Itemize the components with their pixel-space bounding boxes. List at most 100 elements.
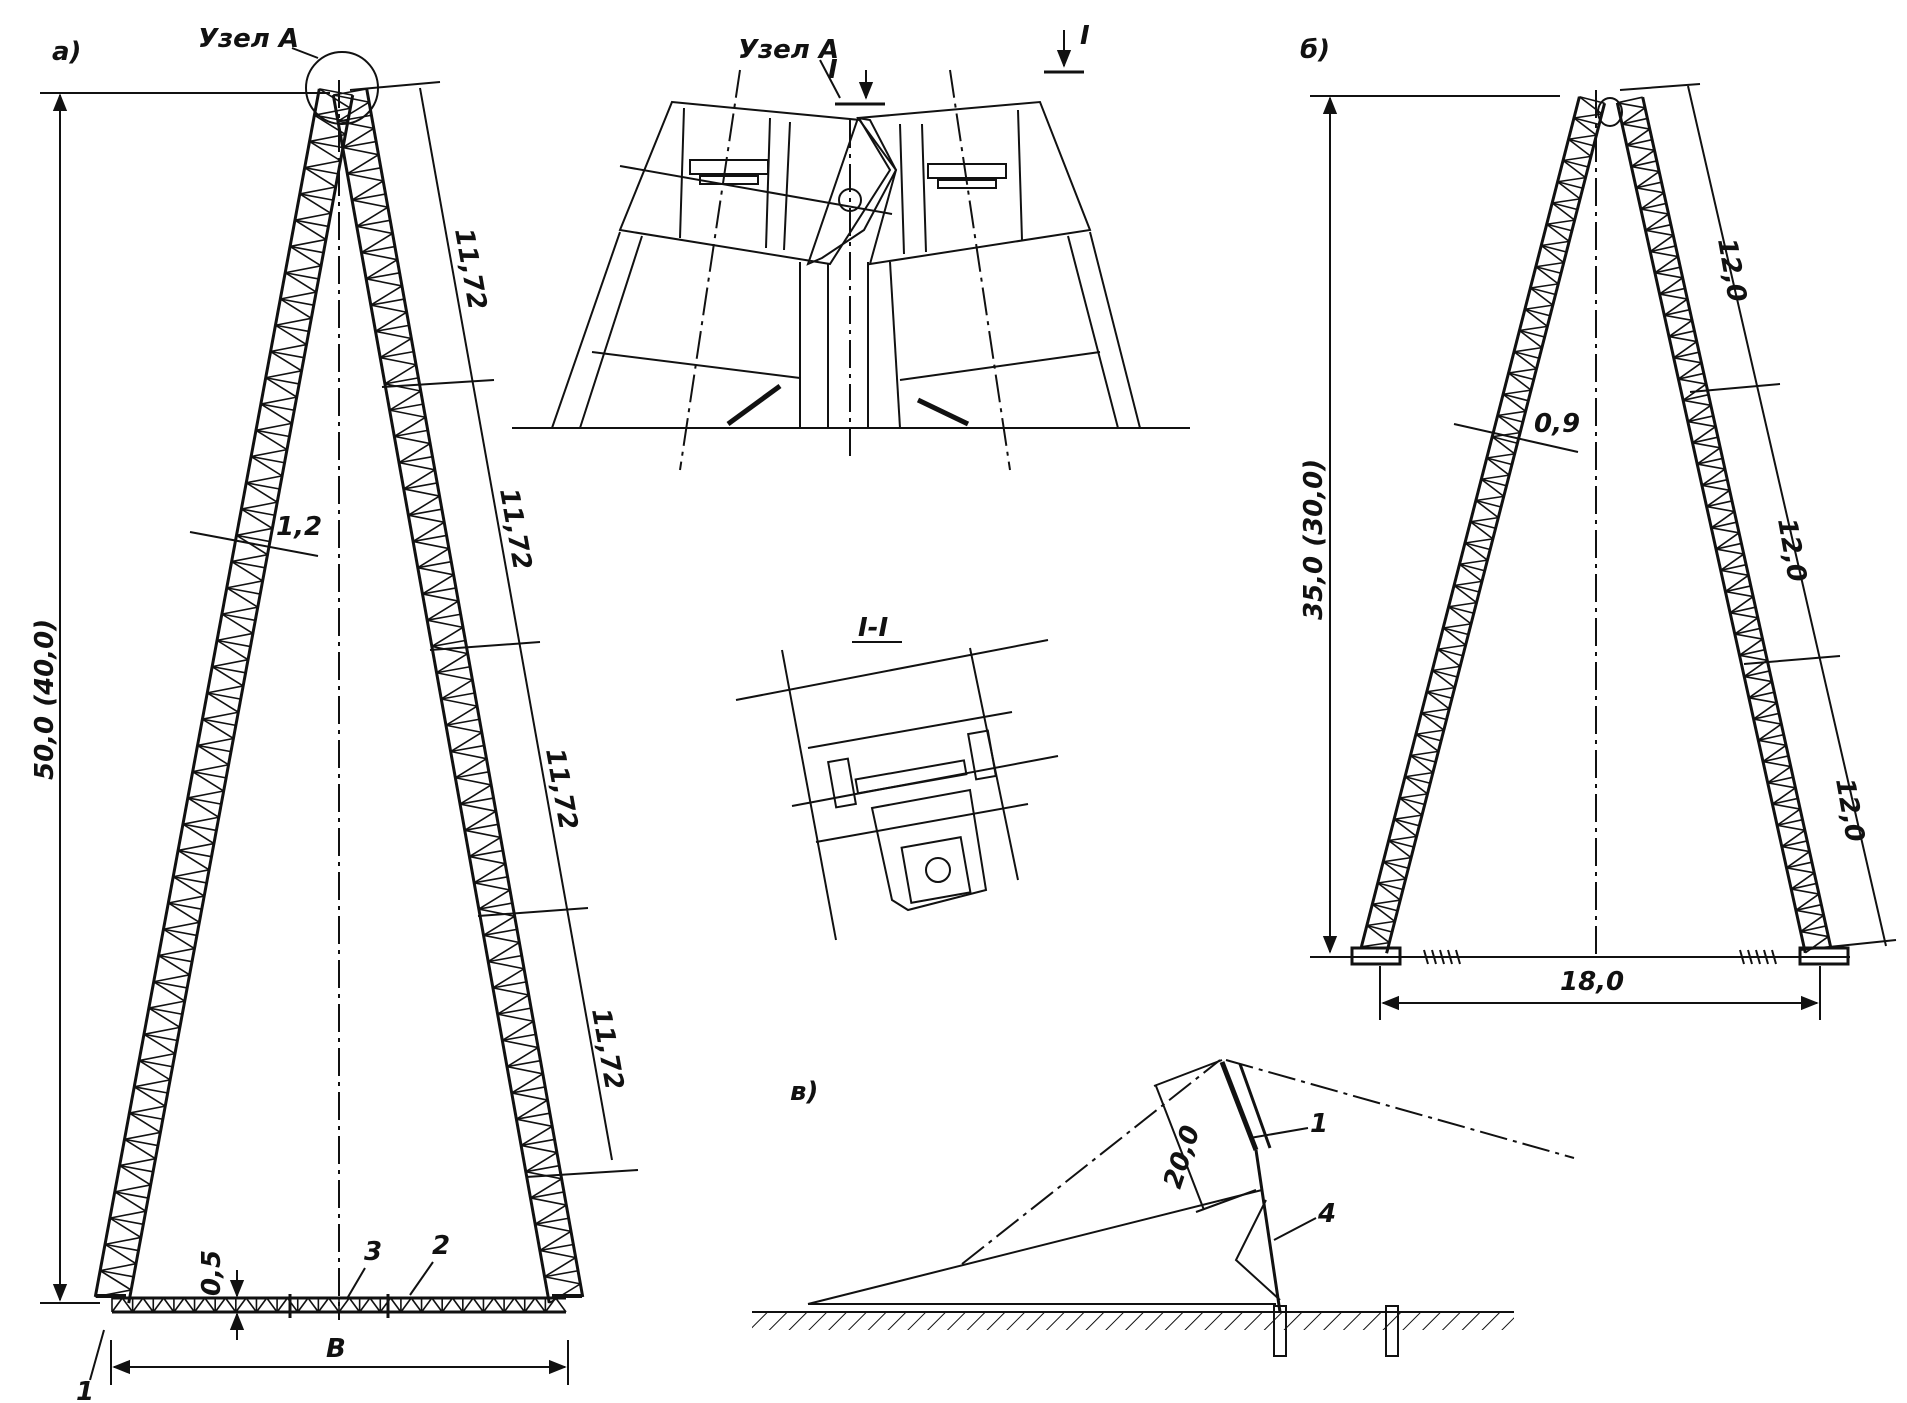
leg-a-right-strut (408, 508, 443, 516)
leg-b-right-diagonal (1617, 102, 1646, 109)
leg-b-left-diagonal (1442, 627, 1467, 646)
leg-a-right-diagonal (426, 600, 459, 621)
center-gusset (806, 116, 898, 266)
leg-a-right-diagonal (361, 251, 398, 261)
b-width-dim-label: 0,9 (1534, 409, 1580, 439)
leg-a-left-diagonal (163, 928, 195, 950)
leg-b-right-diagonal (1621, 107, 1646, 125)
leg-b-left-diagonal (1508, 368, 1537, 374)
anchor-2 (1385, 1305, 1399, 1357)
leg-a-left-diagonal (201, 718, 234, 740)
leg-b-left-strut (1442, 627, 1469, 636)
leg-b-left-diagonal (1437, 644, 1466, 651)
leg-b-left-diagonal (1448, 601, 1477, 608)
leg-a-left-diagonal (221, 613, 254, 635)
leg-b-right-diagonal (1800, 930, 1829, 938)
leg-b-right-strut (1767, 776, 1794, 784)
left-head-plate (618, 100, 892, 266)
leg-b-left-diagonal (1502, 393, 1527, 412)
leg-b-right-strut (1795, 903, 1822, 912)
leg-a-right-diagonal (398, 442, 431, 464)
leg-b-left-diagonal (1497, 410, 1526, 417)
leg-a-left-diagonal (129, 1105, 166, 1114)
leg-a-right-diagonal (356, 206, 389, 227)
leg-b-right-strut (1758, 733, 1784, 742)
section-title: I-I (858, 613, 888, 643)
leg-b-left-diagonal (1383, 856, 1412, 863)
leg-a-left-diagonal (285, 265, 322, 274)
bolt-head-left (826, 757, 858, 809)
leg-a-left-strut (163, 928, 198, 937)
tie-a-diagonal (524, 1297, 536, 1313)
leg-a-right-diagonal (488, 960, 525, 970)
leg-b-right-strut (1692, 436, 1719, 444)
leg-a-left-strut (226, 587, 261, 595)
tie-a-diagonal (544, 1297, 557, 1313)
leg-a-right-diagonal (389, 390, 422, 411)
tie-a-diagonal (183, 1297, 196, 1313)
leg-a-right-diagonal (492, 987, 529, 996)
leg-a-left-diagonal (148, 1000, 185, 1009)
leg-b-right-diagonal (1729, 595, 1754, 614)
detail-axis-left (679, 69, 741, 471)
leg-a-left-strut (202, 718, 236, 727)
leg-a-right-strut (412, 534, 447, 543)
leg-b-right-diagonal (1626, 144, 1655, 152)
tie-a-diagonal (131, 1297, 144, 1313)
leg-a-right-strut (347, 167, 381, 175)
leg-a-right-diagonal (431, 626, 464, 648)
leg-b-left-diagonal (1361, 941, 1390, 948)
spring-right-coil (1747, 949, 1753, 965)
leg-b-left-diagonal (1404, 776, 1428, 795)
leg-b-right-diagonal (1659, 277, 1684, 295)
leg-b-right-strut (1706, 500, 1733, 508)
leg-a-left-diagonal (134, 1079, 171, 1088)
leg-a-right-strut (469, 849, 504, 858)
leg-a-right-diagonal (356, 225, 393, 235)
callout-c-1-leader (1249, 1127, 1309, 1139)
leg-a-left-strut (182, 823, 217, 832)
leg-a-right-strut (506, 1059, 541, 1068)
leg-b-left-diagonal (1420, 712, 1445, 731)
leg-a-right-diagonal (502, 1039, 539, 1049)
leg-b-left-diagonal (1377, 878, 1406, 884)
leg-b-right-diagonal (1664, 314, 1693, 322)
leg-b-right-diagonal (1748, 697, 1777, 704)
leg-b-right-diagonal (1673, 340, 1698, 359)
leg-b-left-diagonal (1562, 155, 1592, 162)
leg-b-left-diagonal (1562, 159, 1587, 179)
detail-axis-right (949, 69, 1011, 471)
leg-left-lattice (93, 88, 355, 1304)
tie-a-diagonal (472, 1297, 485, 1313)
tie-a-diagonal (317, 1297, 330, 1313)
tie-a-diagonal (297, 1297, 309, 1313)
spring-right-coil (1771, 949, 1777, 965)
stiffener-left-2 (699, 175, 759, 185)
leg-b-right-diagonal (1710, 510, 1735, 529)
leg-b-right-strut (1640, 202, 1667, 210)
leg-b-left-diagonal (1399, 793, 1428, 799)
leg-a-left-diagonal (216, 632, 254, 642)
base-dim-label: В (326, 1334, 346, 1364)
leg-a-left-diagonal (143, 1033, 176, 1055)
leg-b-right-strut (1659, 287, 1686, 295)
leg-b-right-diagonal (1800, 914, 1825, 933)
leg-a-right-diagonal (469, 855, 506, 865)
leg-b-right-diagonal (1692, 442, 1721, 449)
leg-b-left-strut (1399, 797, 1425, 806)
plate-edge-r1 (899, 123, 905, 255)
leg-b-right-diagonal (1724, 574, 1749, 593)
tie-a-diagonal (266, 1297, 278, 1313)
leg-a-right-diagonal (436, 652, 469, 674)
leg-b-left-diagonal (1530, 283, 1559, 289)
leg-a-right-strut (427, 613, 461, 621)
height-dim-label: 50,0 (40,0) (30, 619, 60, 780)
tie-a-diagonal (235, 1297, 247, 1313)
leg-a-left-strut (109, 1217, 144, 1226)
panel-c: в) 20,0 1 4 (752, 1059, 1575, 1357)
leg-b-right-diagonal (1659, 293, 1688, 300)
spring-left-coil (1447, 949, 1453, 965)
leg-b-left-strut (1459, 563, 1485, 572)
leg-b-right-diagonal (1626, 128, 1651, 146)
leg-a-right-diagonal (361, 232, 393, 254)
